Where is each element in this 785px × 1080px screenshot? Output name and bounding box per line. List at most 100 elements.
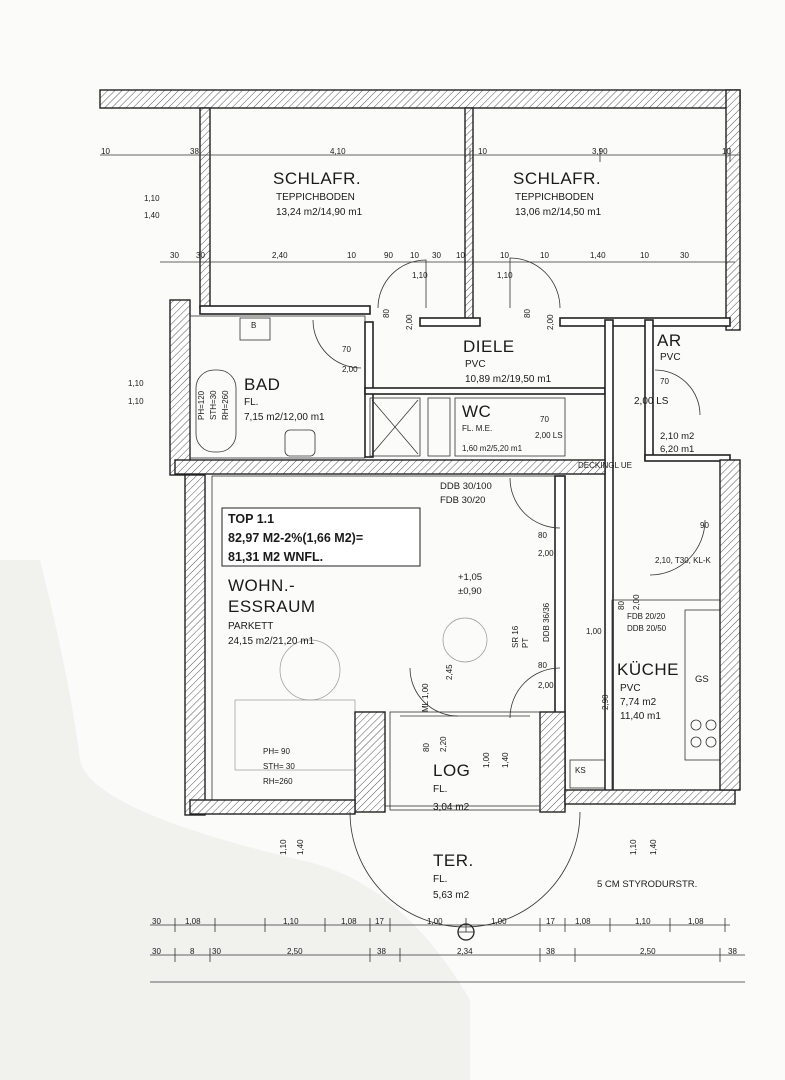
door-label-12: 80: [538, 661, 547, 670]
wash-basin: [284, 429, 316, 457]
room-area-diele: 10,89 m2/19,50 m1: [465, 374, 552, 385]
wohn-ph: PH= 90: [263, 747, 290, 756]
sr-label: SR 16: [511, 625, 520, 648]
room-floor-ar: PVC: [660, 352, 681, 363]
room-name-wc: WC: [462, 402, 492, 421]
dim-second-6: 30: [432, 251, 441, 260]
dim-bottom1-3: 1,08: [341, 917, 357, 926]
dim-second-12: 30: [680, 251, 689, 260]
door-label-14: 90: [700, 521, 709, 530]
bathtub: [195, 369, 237, 453]
door-label-1: 1,10: [497, 271, 513, 280]
room-area-log: 3,04 m2: [433, 802, 470, 813]
dim-bottom1-4: 17: [375, 917, 384, 926]
door-label-3: 2,00: [405, 314, 414, 330]
room-name-bad: BAD: [244, 375, 281, 394]
right-outer-wall-top: [725, 89, 741, 331]
dim-ticks: [174, 148, 731, 962]
dim-top-2: 4,10: [330, 147, 346, 156]
kitchen-vert-1: 2,00: [632, 594, 641, 610]
bedroom-separator-wall: [464, 107, 474, 324]
middle-wall: [174, 459, 606, 475]
dim-bottom2-3: 2,50: [287, 947, 303, 956]
gs-label: GS: [695, 674, 709, 685]
dim-bottom2-8: 38: [728, 947, 737, 956]
kitchen-vert-3: 1,00: [586, 627, 602, 636]
bad-ph: PH=120: [197, 390, 206, 420]
dim-bottom2-6: 38: [546, 947, 555, 956]
dim-second-4: 90: [384, 251, 393, 260]
dim-top-4: 3,90: [592, 147, 608, 156]
dim-left-1: 1,40: [144, 211, 160, 220]
door-swing-ar: [654, 369, 701, 416]
room-floor-kueche: PVC: [620, 683, 641, 694]
room-area-kueche-m1: 11,40 m1: [620, 711, 661, 722]
dim-left-2: 1,10: [128, 379, 144, 388]
top-outer-wall: [99, 89, 741, 109]
kitchen-vert-0: 2,90: [601, 694, 610, 710]
terrace-arc: [349, 811, 581, 928]
dim-bottom2-7: 2,50: [640, 947, 656, 956]
shaft-mid: [427, 397, 451, 457]
dim-second-8: 10: [500, 251, 509, 260]
b-mark: B: [251, 321, 257, 330]
top-info-box: [221, 507, 421, 567]
door-label-13: 2,00: [538, 681, 554, 690]
bad-rh: RH=260: [221, 390, 230, 420]
dim-bottom-side-right-0: 1,10: [629, 839, 638, 855]
room-name-ter: TER.: [433, 851, 474, 870]
wc-room-outline: [454, 397, 566, 457]
top-box-line2: 82,97 M2-2%(1,66 M2)=: [228, 531, 364, 545]
dim-bottom-side-left-0: 1,10: [279, 839, 288, 855]
door-swing-bedroom-left: [377, 259, 427, 309]
dim-bottom1-7: 17: [546, 917, 555, 926]
fdb-label-3: DDB 20/50: [627, 624, 667, 633]
room-area-wohn: 24,15 m2/21,20 m1: [228, 636, 315, 647]
door-swing-wohn: [509, 477, 561, 529]
bedroom-bottom-wall-mid: [419, 317, 481, 327]
dim-second-2: 2,40: [272, 251, 288, 260]
room-name-diele: DIELE: [463, 337, 515, 356]
room-name-schlafr-right: SCHLAFR.: [513, 169, 602, 188]
room-floor-bad: FL.: [244, 397, 259, 408]
ddb-label-2: DDB 36/36: [542, 602, 551, 642]
loggia-left-wall: [354, 711, 386, 813]
dim-bottom1-1: 1,08: [185, 917, 201, 926]
door-label-4: 80: [523, 309, 532, 318]
ar-bottom-wall: [644, 454, 731, 462]
dim-bottom1-6: 1,00: [491, 917, 507, 926]
bedroom-bottom-wall-left: [199, 305, 371, 315]
ar-left-wall: [644, 319, 654, 461]
dim-left-0: 1,10: [144, 194, 160, 203]
fdb-label-1: FDB 30/20: [440, 495, 486, 506]
dim-bottom2-5: 2,34: [457, 947, 473, 956]
ar-extra-2: 6,20 m1: [660, 444, 695, 455]
left-bedroom-wall: [199, 107, 211, 309]
room-floor-schlafr-left: TEPPICHBODEN: [276, 192, 355, 203]
log-dim-4: 2,45: [445, 664, 454, 680]
door-label-7: 2,00: [342, 365, 358, 374]
dim-top-1: 38: [190, 147, 199, 156]
left-outer-wall-lower: [184, 474, 206, 816]
room-name-log: LOG: [433, 761, 471, 780]
door-label-0: 1,10: [412, 271, 428, 280]
door-swing-entrance: [649, 519, 706, 576]
dim-bottom1-5: 1,00: [427, 917, 443, 926]
room-area-wc: 1,60 m2/5,20 m1: [462, 444, 523, 453]
ml-label: ML 1,00: [421, 683, 430, 712]
door-label-11: 2,00: [538, 549, 554, 558]
door-label-10: 80: [538, 531, 547, 540]
paper-fold-shadow: [0, 560, 470, 1080]
dim-bottom2-2: 30: [212, 947, 221, 956]
dim-second-10: 1,40: [590, 251, 606, 260]
door-label-5: 2,00: [546, 314, 555, 330]
dim-bottom2-4: 38: [377, 947, 386, 956]
diele-bottom-wall: [364, 387, 606, 395]
room-name-kueche: KÜCHE: [617, 660, 680, 679]
room-name-wohn-1: WOHN.-: [228, 576, 296, 595]
room-area-schlafr-right: 13,06 m2/14,50 m1: [515, 207, 602, 218]
pt-label: PT: [521, 637, 530, 648]
bottom-wall-left: [189, 799, 356, 815]
room-floor-log: FL.: [433, 784, 448, 795]
